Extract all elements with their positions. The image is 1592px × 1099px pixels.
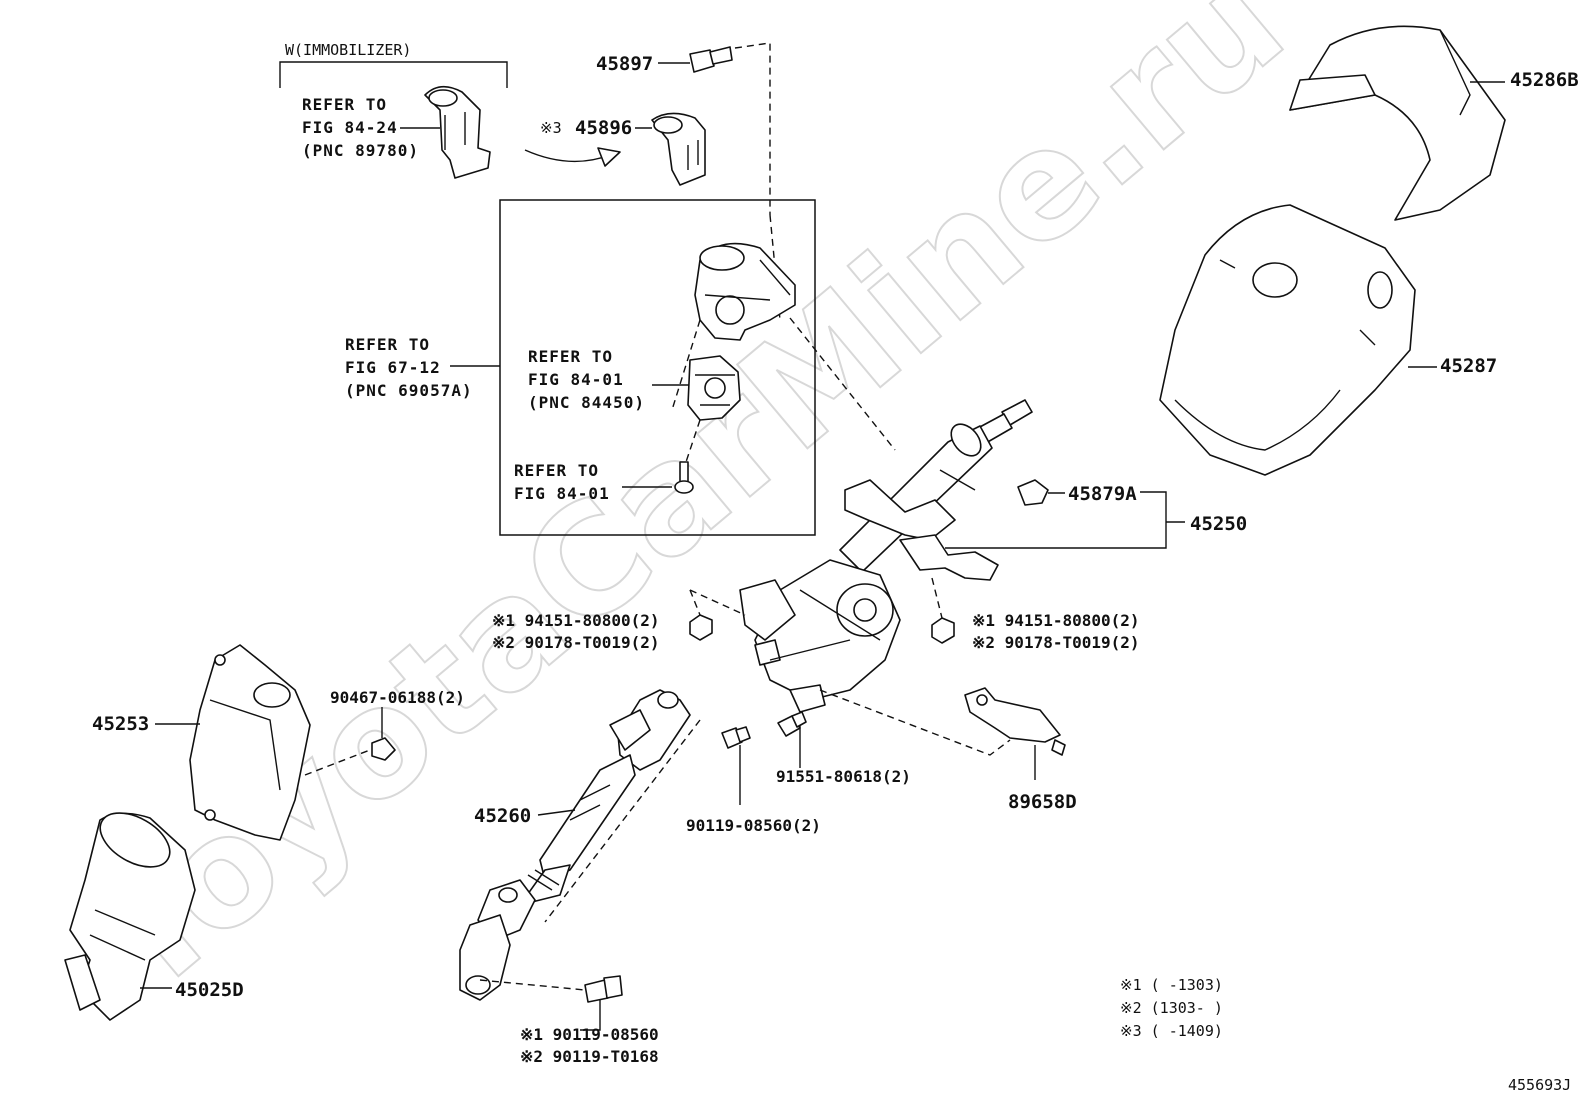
refer-67-12-line3: (PNC 69057A) bbox=[345, 381, 473, 400]
figure-id: 455693J bbox=[1508, 1076, 1571, 1094]
part-45287-label: 45287 bbox=[1440, 355, 1497, 377]
part-45879A-shape bbox=[1017, 479, 1049, 506]
immobilizer-bracket bbox=[279, 61, 508, 88]
immobilizer-amplifier-part bbox=[424, 85, 491, 179]
part-45253-cover bbox=[189, 644, 311, 841]
refer-67-12-line1: REFER TO bbox=[345, 335, 430, 354]
part-89658D-sensor bbox=[964, 687, 1066, 756]
bottom-bolt-label-2: ※2 90119-T0168 bbox=[520, 1047, 659, 1066]
part-90119-bolt-a bbox=[721, 726, 751, 749]
part-45286B-label: 45286B bbox=[1510, 69, 1579, 91]
right-nut-label-2: ※2 90178-T0019(2) bbox=[972, 633, 1140, 652]
part-45896-shape bbox=[651, 112, 706, 186]
right-nut-label-1: ※1 94151-80800(2) bbox=[972, 611, 1140, 630]
steering-lock-housing bbox=[694, 242, 796, 341]
part-45253-label: 45253 bbox=[92, 713, 149, 735]
arrow-line bbox=[524, 149, 611, 163]
part-45250-steering-column bbox=[739, 399, 1033, 713]
part-91551-label: 91551-80618(2) bbox=[776, 767, 911, 786]
part-90467-label: 90467-06188(2) bbox=[330, 688, 465, 707]
immobilizer-refer-1: REFER TO bbox=[302, 95, 387, 114]
immobilizer-refer-2: FIG 84-24 bbox=[302, 118, 398, 137]
immobilizer-refer-3: (PNC 89780) bbox=[302, 141, 419, 160]
bottom-bolt-label-1: ※1 90119-08560 bbox=[520, 1025, 659, 1044]
bottom-bolt-shape bbox=[584, 975, 623, 1003]
screw-part bbox=[674, 461, 694, 494]
left-nut-shape bbox=[689, 614, 713, 641]
refer-84-01-a-line1: REFER TO bbox=[528, 347, 613, 366]
part-45025D-boot bbox=[64, 812, 196, 1021]
refer-84-01-b-line2: FIG 84-01 bbox=[514, 484, 610, 503]
left-nut-label-1: ※1 94151-80800(2) bbox=[492, 611, 660, 630]
left-nut-label-2: ※2 90178-T0019(2) bbox=[492, 633, 660, 652]
note-3: ※3 ( -1409) bbox=[1120, 1022, 1223, 1040]
refer-84-01-b-line1: REFER TO bbox=[514, 461, 599, 480]
note-2: ※2 (1303- ) bbox=[1120, 999, 1223, 1017]
refer-67-12-line2: FIG 67-12 bbox=[345, 358, 441, 377]
part-45286B-upper-cover bbox=[1289, 25, 1506, 221]
part-45250-bracket bbox=[945, 491, 1167, 549]
refer-84-01-a-line2: FIG 84-01 bbox=[528, 370, 624, 389]
part-45287-lower-cover bbox=[1159, 204, 1416, 476]
part-45896-label: 45896 bbox=[575, 117, 632, 139]
ignition-switch-part bbox=[687, 355, 741, 421]
lock-assembly-box bbox=[499, 199, 816, 536]
part-45897-bolt bbox=[689, 46, 733, 73]
immobilizer-label: W(IMMOBILIZER) bbox=[285, 41, 411, 59]
part-45260-label: 45260 bbox=[474, 805, 531, 827]
part-90467-clip bbox=[371, 737, 396, 761]
refer-84-01-a-line3: (PNC 84450) bbox=[528, 393, 645, 412]
part-45896-mark: ※3 bbox=[540, 119, 562, 137]
note-1: ※1 ( -1303) bbox=[1120, 976, 1223, 994]
part-45879A-label: 45879A bbox=[1068, 483, 1137, 505]
part-89658D-label: 89658D bbox=[1008, 791, 1077, 813]
part-45250-label: 45250 bbox=[1190, 513, 1247, 535]
part-90119-a-label: 90119-08560(2) bbox=[686, 816, 821, 835]
part-91551-bolt bbox=[777, 711, 807, 737]
arrow-head bbox=[597, 147, 621, 167]
part-45897-label: 45897 bbox=[596, 53, 653, 75]
part-45025D-label: 45025D bbox=[175, 979, 244, 1001]
right-nut-shape bbox=[931, 617, 955, 644]
